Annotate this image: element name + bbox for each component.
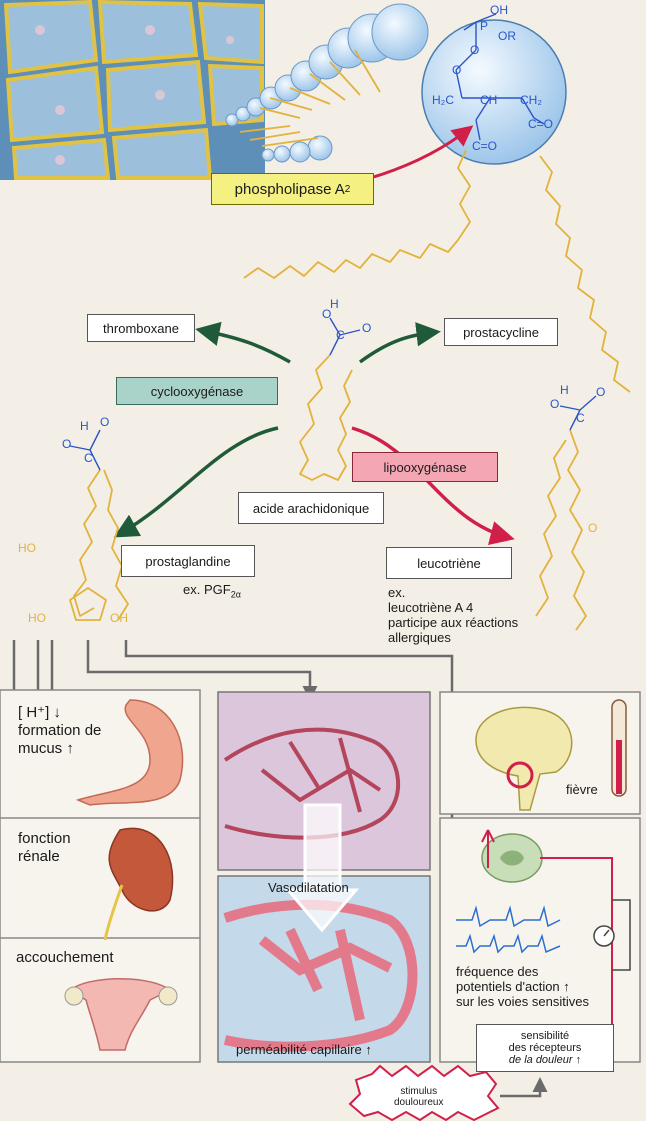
svg-text:C=O: C=O xyxy=(472,139,497,153)
svg-text:H: H xyxy=(330,297,339,311)
svg-text:O: O xyxy=(596,385,605,399)
svg-text:O: O xyxy=(62,437,71,451)
arrow-to-thromboxane xyxy=(200,330,290,362)
stomach-line: mucus ↑ xyxy=(18,740,101,758)
arachidonic-acid-chain xyxy=(300,355,352,480)
svg-text:P: P xyxy=(480,19,488,33)
svg-text:OR: OR xyxy=(498,29,516,43)
leuco-note-line: ex. xyxy=(388,585,518,600)
svg-text:C: C xyxy=(576,411,585,425)
pgf-text: ex. PGF xyxy=(183,582,231,597)
permeability-label: perméabilité capillaire ↑ xyxy=(236,1042,372,1057)
phospholipid-molecule: OH O P OR O H₂C CH CH₂ C=O C=O xyxy=(422,3,566,164)
svg-text:HO: HO xyxy=(18,541,36,555)
freq-line: potentiels d'action ↑ xyxy=(456,979,589,994)
sens-line: des récepteurs xyxy=(509,1042,582,1054)
svg-text:O: O xyxy=(550,397,559,411)
kidney-line: fonction xyxy=(18,830,71,848)
svg-text:H: H xyxy=(80,419,89,433)
svg-text:OH: OH xyxy=(490,3,508,17)
fever-label: fièvre xyxy=(566,782,598,797)
kidney-line: rénale xyxy=(18,848,71,866)
leucotriene-box: leucotriène xyxy=(386,547,512,579)
svg-text:C: C xyxy=(84,451,93,465)
stomach-line: formation de xyxy=(18,722,101,740)
sens-line: de la douleur ↑ xyxy=(509,1054,581,1066)
phospholipase-text: phospholipase A xyxy=(235,181,345,198)
svg-text:C: C xyxy=(336,328,345,342)
svg-text:O: O xyxy=(470,43,479,57)
svg-text:O: O xyxy=(588,521,597,535)
leucotriene-molecule: O H C O O xyxy=(536,383,605,630)
freq-line: sur les voies sensitives xyxy=(456,994,589,1009)
leuco-note-line: leucotriène A 4 xyxy=(388,600,518,615)
birth-label: accouchement xyxy=(16,950,114,966)
sensitivity-box: sensibilité des récepteurs de la douleur… xyxy=(476,1024,614,1072)
freq-line: fréquence des xyxy=(456,964,589,979)
stimulus-label: stimulus douloureux xyxy=(394,1086,443,1108)
thromboxane-box: thromboxane xyxy=(87,314,195,342)
svg-text:H₂C: H₂C xyxy=(432,93,454,107)
svg-text:HO: HO xyxy=(28,611,46,625)
lipooxygenase-label: lipooxygénase xyxy=(352,452,498,482)
arrow-to-prostacycline xyxy=(360,332,436,362)
phospholipase-subscript: 2 xyxy=(345,184,351,195)
pgf-example: ex. PGF2α xyxy=(183,582,241,603)
prostaglandine-molecule: O H C O HO HO OH xyxy=(18,415,128,625)
stimulus-line: douloureux xyxy=(394,1097,443,1108)
svg-text:CH₂: CH₂ xyxy=(520,93,542,107)
leucotriene-note: ex. leucotriène A 4 participe aux réacti… xyxy=(388,585,518,645)
svg-text:CH: CH xyxy=(480,93,497,107)
svg-text:O: O xyxy=(362,321,371,335)
svg-text:OH: OH xyxy=(110,611,128,625)
svg-text:O: O xyxy=(100,415,109,429)
cell-tissue-illustration xyxy=(0,0,265,180)
acide-arachidonique-box: acide arachidonique xyxy=(238,492,384,524)
leuco-note-line: participe aux réactions xyxy=(388,615,518,630)
stomach-label: [ H⁺] ↓ formation de mucus ↑ xyxy=(18,704,101,758)
stomach-line: [ H⁺] ↓ xyxy=(18,704,101,722)
vasodilatation-label: Vasodilatation xyxy=(268,880,349,895)
svg-text:H: H xyxy=(560,383,569,397)
sens-line: sensibilité xyxy=(521,1030,569,1042)
leuco-note-line: allergiques xyxy=(388,630,518,645)
svg-text:O: O xyxy=(452,63,461,77)
arachidonic-acid-carboxyl: O H C O xyxy=(322,297,371,355)
middle-vessel-panel xyxy=(218,692,430,1062)
kidney-label: fonction rénale xyxy=(18,830,71,866)
svg-text:C=O: C=O xyxy=(528,117,553,131)
prostaglandine-box: prostaglandine xyxy=(121,545,255,577)
cyclooxygenase-label: cyclooxygénase xyxy=(116,377,278,405)
pgf-subscript: 2α xyxy=(231,590,241,600)
prostacycline-box: prostacycline xyxy=(444,318,558,346)
stimulus-line: stimulus xyxy=(394,1086,443,1097)
frequency-label: fréquence des potentiels d'action ↑ sur … xyxy=(456,964,589,1009)
